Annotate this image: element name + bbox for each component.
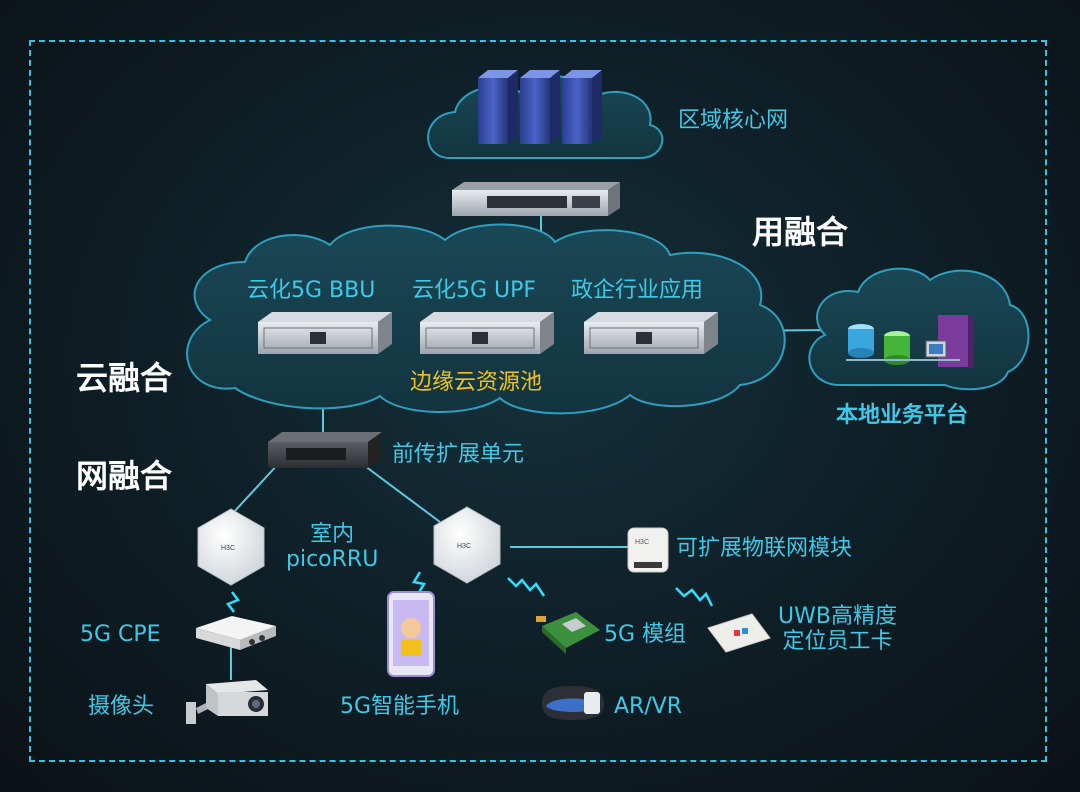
id-card-icon [707, 613, 771, 653]
server-rack-icon [478, 70, 602, 144]
access-point-icon: H3C [197, 508, 265, 586]
edge-pool-label: 边缘云资源池 [410, 370, 543, 395]
vr-headset-icon [542, 686, 604, 720]
wireless-signal-icon [226, 571, 714, 613]
camera-icon [186, 680, 268, 724]
module-5g-label: 5G 模组 [604, 622, 687, 647]
cpe-label: 5G CPE [80, 622, 161, 647]
svg-text:H3C: H3C [457, 543, 471, 550]
cloud-fusion-title: 云融合 [76, 359, 173, 397]
core-network-label: 区域核心网 [678, 108, 789, 133]
cloud-bbu-label: 云化5G BBU [247, 278, 376, 303]
camera-label: 摄像头 [88, 694, 155, 719]
gov-apps-label: 政企行业应用 [571, 278, 704, 303]
workstation-icon [925, 315, 974, 369]
iot-module-icon: H3C [627, 527, 669, 573]
cloud-upf-label: 云化5G UPF [412, 278, 537, 303]
svg-text:H3C: H3C [635, 539, 649, 546]
local-platform-cloud [808, 267, 1030, 391]
link-fronthaul-rru-right [364, 465, 441, 523]
switch-icon [452, 182, 620, 216]
svg-text:H3C: H3C [221, 545, 235, 552]
access-point-icon: H3C [433, 506, 501, 584]
rack-server-icon [258, 312, 718, 354]
local-platform-label: 本地业务平台 [836, 403, 969, 428]
fronthaul-unit-label: 前传扩展单元 [392, 442, 525, 467]
iot-module-label: 可扩展物联网模块 [676, 536, 853, 561]
indoor-rru-label: 室内 picoRRU [286, 522, 379, 573]
arvr-label: AR/VR [614, 694, 683, 719]
dashed-frame [29, 40, 1047, 762]
switch-icon [268, 432, 382, 468]
app-fusion-title: 用融合 [752, 213, 849, 251]
uwb-card-label: UWB高精度 定位员工卡 [778, 604, 897, 655]
link-fronthaul-rru-left [232, 461, 281, 514]
phone-label: 5G智能手机 [340, 694, 460, 719]
module-icon [536, 612, 600, 654]
network-fusion-title: 网融合 [76, 457, 173, 495]
cpe-icon [196, 616, 276, 650]
smartphone-icon [387, 591, 435, 677]
